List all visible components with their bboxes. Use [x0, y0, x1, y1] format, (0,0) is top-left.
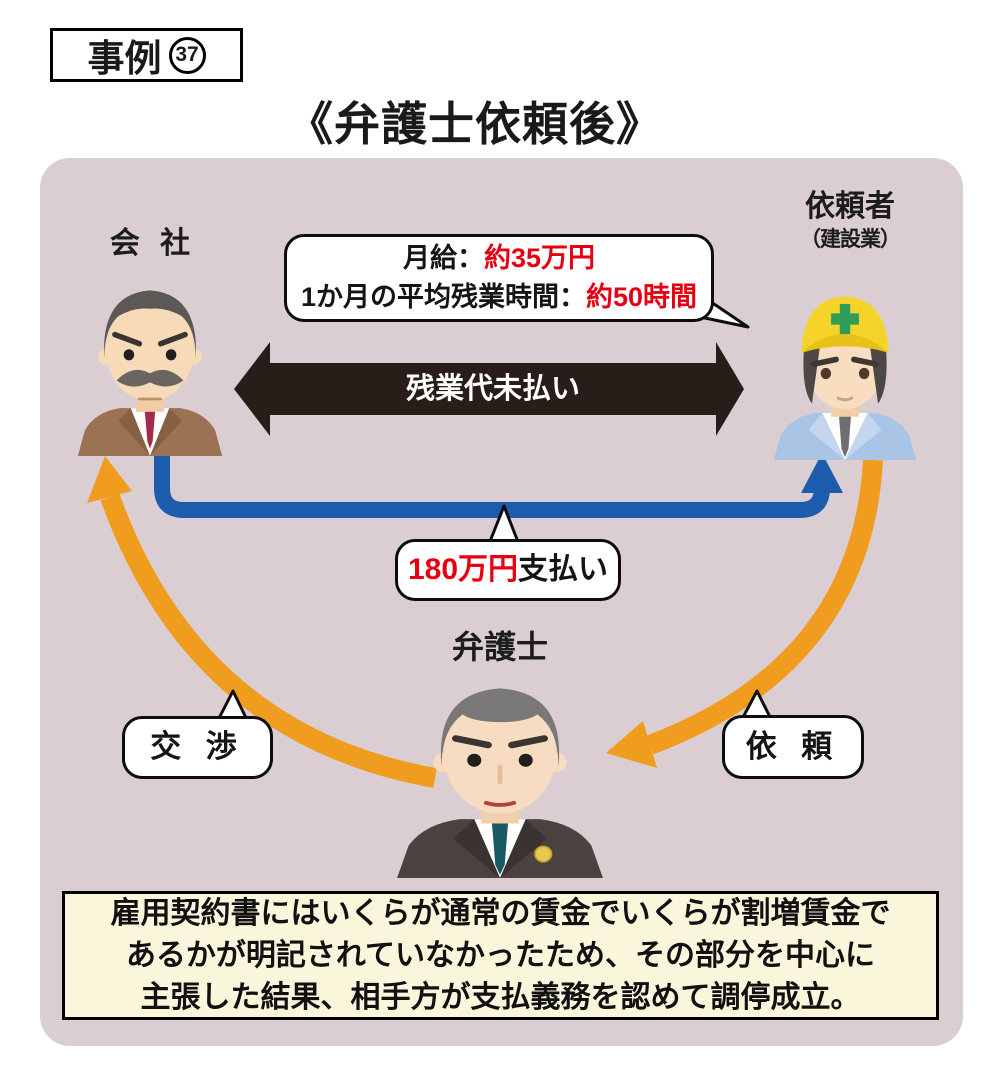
- client-avatar-icon: [758, 272, 932, 460]
- case-number-circle: 37: [168, 36, 206, 74]
- client-label: 依頼者 （建設業）: [770, 190, 930, 256]
- page-title: 《弁護士依頼後》: [287, 98, 663, 150]
- case-number-box: 事例 37: [50, 28, 243, 82]
- summary-line-3: 主張した結果、相手方が支払義務を認めて調停成立。: [140, 980, 861, 1014]
- unpaid-overtime-arrow-label: 残業代未払い: [405, 373, 580, 405]
- request-bubble: 依 頼: [722, 715, 864, 779]
- negotiation-bubble: 交 渉: [122, 716, 273, 779]
- salary-info-bubble: 月給：約35万円 1か月の平均残業時間：約50時間: [284, 234, 714, 322]
- lawyer-label: 弁護士: [451, 629, 548, 665]
- overtime-line: 1か月の平均残業時間：約50時間: [300, 282, 698, 312]
- lawyer-avatar-icon: [383, 660, 617, 878]
- company-label: 会 社: [109, 227, 197, 260]
- payment-amount: 180万円: [407, 553, 519, 586]
- salary-amount: 約35万円: [483, 243, 596, 273]
- case-label: 事例: [87, 38, 162, 79]
- company-avatar-icon: [62, 272, 238, 456]
- client-industry-label: （建設業）: [800, 228, 901, 251]
- payment-bubble: 180万円支払い: [395, 539, 621, 601]
- client-label-text: 依頼者: [805, 190, 895, 223]
- salary-line: 月給：約35万円: [402, 243, 596, 273]
- summary-line-1: 雇用契約書にはいくらが通常の賃金でいくらが割増賃金で: [110, 896, 891, 930]
- overtime-hours: 約50時間: [585, 282, 698, 312]
- summary-box: 雇用契約書にはいくらが通常の賃金でいくらが割増賃金で あるかが明記されていなかっ…: [62, 891, 939, 1020]
- summary-line-2: あるかが明記されていなかったため、その部分を中心に: [125, 938, 876, 972]
